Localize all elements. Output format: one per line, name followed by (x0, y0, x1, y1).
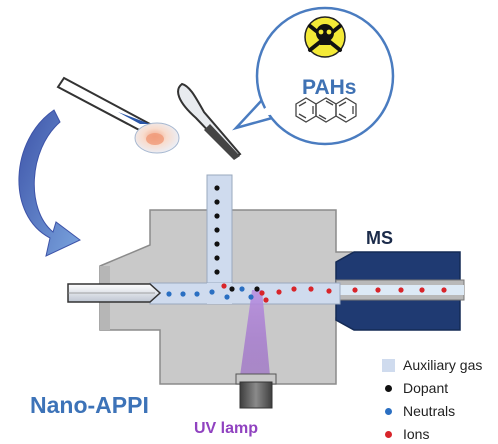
dopant-particles (214, 185, 260, 292)
legend-ions: Ions (382, 426, 429, 442)
pahs-label: PAHs (302, 76, 357, 99)
diagram-title: Nano-APPI (30, 392, 149, 418)
dopant-swatch (385, 384, 392, 392)
uv-lamp-icon (235, 373, 277, 409)
legend-neutrals: Neutrals (382, 403, 455, 419)
neutrals-swatch (385, 407, 392, 415)
legend-auxiliary-gas-label: Auxiliary gas (403, 357, 483, 373)
pipette-icon (56, 76, 152, 134)
tweezers-icon (177, 82, 242, 160)
uv-beam (240, 290, 270, 376)
ion-particles (221, 283, 447, 303)
anthracene-structure-icon (295, 97, 357, 123)
legend-neutrals-label: Neutrals (403, 403, 456, 419)
uv-lamp-label: UV lamp (194, 420, 259, 437)
legend-auxiliary-gas: Auxiliary gas (382, 357, 482, 373)
sample-droplet-icon (134, 122, 180, 154)
transfer-arrow-icon (18, 109, 81, 257)
legend-ions-label: Ions (403, 426, 430, 442)
ions-swatch (385, 430, 392, 438)
nebulizer-needle (67, 283, 162, 303)
legend-dopant-label: Dopant (403, 380, 449, 396)
skull-crossbones-icon (304, 16, 346, 58)
legend-dopant: Dopant (382, 380, 448, 396)
ms-label: MS (366, 228, 393, 248)
auxiliary-gas-swatch (382, 358, 395, 372)
pahs-speech-bubble (232, 6, 395, 146)
neutral-particles (166, 286, 254, 300)
